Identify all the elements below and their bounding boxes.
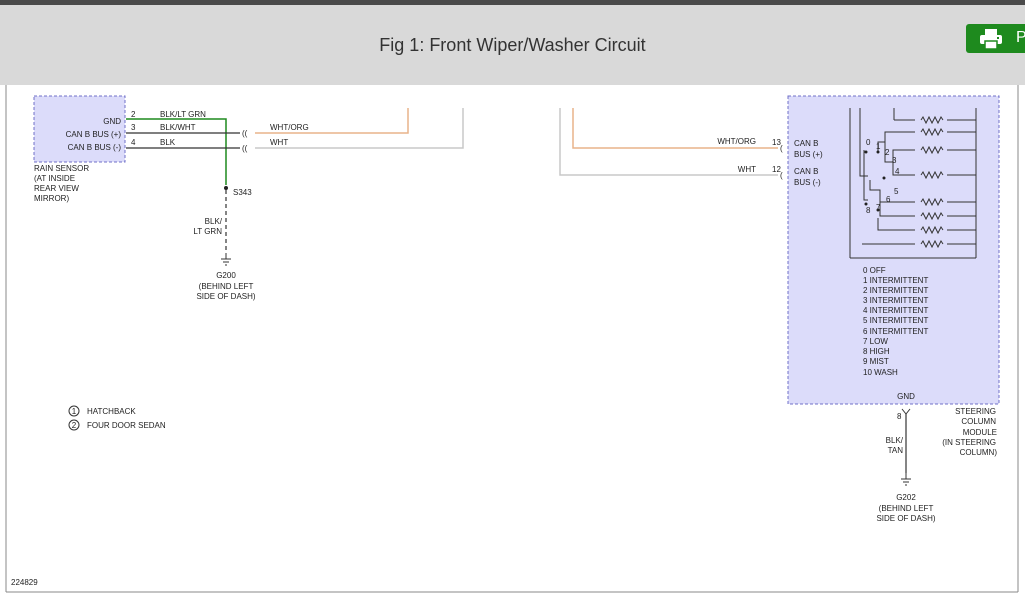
switch-contacts: [864, 150, 886, 212]
ground-location-line: SIDE OF DASH): [196, 292, 255, 301]
switch-position: 7 LOW: [863, 337, 888, 346]
wire-label: LT GRN: [193, 227, 222, 236]
switch-position: 4 INTERMITTENT: [863, 306, 928, 315]
page-title: Fig 1: Front Wiper/Washer Circuit: [379, 35, 646, 55]
top-border: [0, 0, 1025, 5]
pin-label-line: BUS (+): [794, 150, 823, 159]
module-name-line: (IN STEERING: [942, 438, 996, 447]
rain-sensor-pin: CAN B BUS (+) 3 BLK/WHT: [66, 123, 196, 139]
ground-location-line: SIDE OF DASH): [876, 514, 935, 523]
switch-position: 5 INTERMITTENT: [863, 316, 928, 325]
rain-sensor-name-line: (AT INSIDE: [34, 174, 75, 183]
figure-id: 224829: [11, 578, 38, 587]
ground-symbol: [221, 253, 231, 266]
wire-label: WHT/ORG: [270, 123, 309, 132]
print-label: P: [1016, 29, 1025, 46]
wire-label: WHT: [270, 138, 288, 147]
wire-color: BLK/LT GRN: [160, 110, 206, 119]
pin-number: 4: [131, 138, 136, 147]
wire-wht: [559, 108, 778, 176]
ground-location-line: (BEHIND LEFT: [199, 282, 254, 291]
steering-module-box: [787, 95, 1000, 405]
wire-label: WHT: [738, 165, 756, 174]
legend-number: 2: [72, 421, 77, 430]
wire-wht-org: [255, 108, 409, 134]
switch-number: 0: [866, 138, 871, 147]
pin-label: GND: [103, 117, 121, 126]
connector-symbol: (: [780, 144, 783, 153]
wire-wht-org: [572, 108, 778, 149]
switch-position: 1 INTERMITTENT: [863, 276, 928, 285]
legend-item: 1 HATCHBACK: [68, 405, 136, 417]
switch-position: 10 WASH: [863, 368, 898, 377]
diagram-canvas: GND 2 BLK/LT GRN CAN B BUS (+) 3 BLK/WHT…: [0, 85, 1025, 609]
wire-label: TAN: [888, 446, 904, 455]
switch-number: 6: [886, 195, 891, 204]
rain-sensor-box: [33, 95, 126, 163]
module-name-line: STEERING: [955, 407, 996, 416]
wire-wht: [255, 108, 464, 149]
switch-position: 9 MIST: [863, 357, 889, 366]
legend-number: 1: [72, 407, 77, 416]
ground-symbol: [901, 473, 911, 486]
pin-number: 3: [131, 123, 136, 132]
wire-label: BLK/: [886, 436, 904, 445]
wire-color: BLK: [160, 138, 176, 147]
wire-blk-lt-grn: [126, 118, 227, 185]
pin-number: 2: [131, 110, 136, 119]
switch-number: 1: [876, 142, 881, 151]
ground-location-line: (BEHIND LEFT: [879, 504, 934, 513]
splice-label: S343: [233, 188, 252, 197]
switch-number: 8: [866, 206, 871, 215]
splice-dot: [224, 186, 228, 190]
module-name-line: MODULE: [963, 428, 997, 437]
rain-sensor-name-line: REAR VIEW: [34, 184, 79, 193]
gnd-label: GND: [897, 392, 915, 401]
wiper-switch-circuit: [849, 108, 977, 259]
legend-item: 2 FOUR DOOR SEDAN: [68, 419, 166, 431]
switch-number: 5: [894, 187, 899, 196]
module-name-line: COLUMN: [961, 417, 996, 426]
print-button[interactable]: P: [966, 24, 1025, 53]
rain-sensor-pin: GND 2 BLK/LT GRN: [103, 110, 206, 126]
pin-label: CAN B BUS (-): [68, 143, 122, 152]
rain-sensor-name-line: MIRROR): [34, 194, 69, 203]
resistor-symbols: [920, 115, 944, 249]
legend-text: HATCHBACK: [87, 407, 136, 416]
ground-label: G202: [896, 493, 916, 502]
pin-number: 12: [772, 165, 781, 174]
ground-label: G200: [216, 271, 236, 280]
printer-icon: [980, 29, 1002, 50]
switch-position: 3 INTERMITTENT: [863, 296, 928, 305]
pin-label-line: CAN B: [794, 167, 818, 176]
switch-number: 4: [895, 167, 900, 176]
pin-label-line: BUS (-): [794, 178, 821, 187]
connector-symbol: (: [780, 171, 783, 180]
switch-number: 2: [885, 148, 890, 157]
switch-number: 7: [876, 203, 881, 212]
switch-position: 8 HIGH: [863, 347, 890, 356]
pin-label: CAN B BUS (+): [66, 130, 122, 139]
connector-symbol: [901, 408, 911, 415]
wiring-diagram: GND 2 BLK/LT GRN CAN B BUS (+) 3 BLK/WHT…: [5, 85, 1019, 593]
pin-number: 13: [772, 138, 781, 147]
switch-position: 0 OFF: [863, 266, 886, 275]
module-name-line: COLUMN): [960, 448, 998, 457]
pin-label-line: CAN B: [794, 139, 818, 148]
connector-symbol: ((: [242, 129, 248, 138]
pin-number: 8: [897, 412, 902, 421]
header-bar: Fig 1: Front Wiper/Washer Circuit P: [0, 5, 1025, 85]
switch-position: 6 INTERMITTENT: [863, 327, 928, 336]
rain-sensor-pin: CAN B BUS (-) 4 BLK: [68, 138, 176, 152]
legend-text: FOUR DOOR SEDAN: [87, 421, 166, 430]
switch-number: 3: [892, 156, 897, 165]
connector-symbol: ((: [242, 144, 248, 153]
wire-label: BLK/: [205, 217, 223, 226]
wire-color: BLK/WHT: [160, 123, 196, 132]
rain-sensor-name-line: RAIN SENSOR: [34, 164, 89, 173]
switch-position: 2 INTERMITTENT: [863, 286, 928, 295]
wire-label: WHT/ORG: [717, 137, 756, 146]
